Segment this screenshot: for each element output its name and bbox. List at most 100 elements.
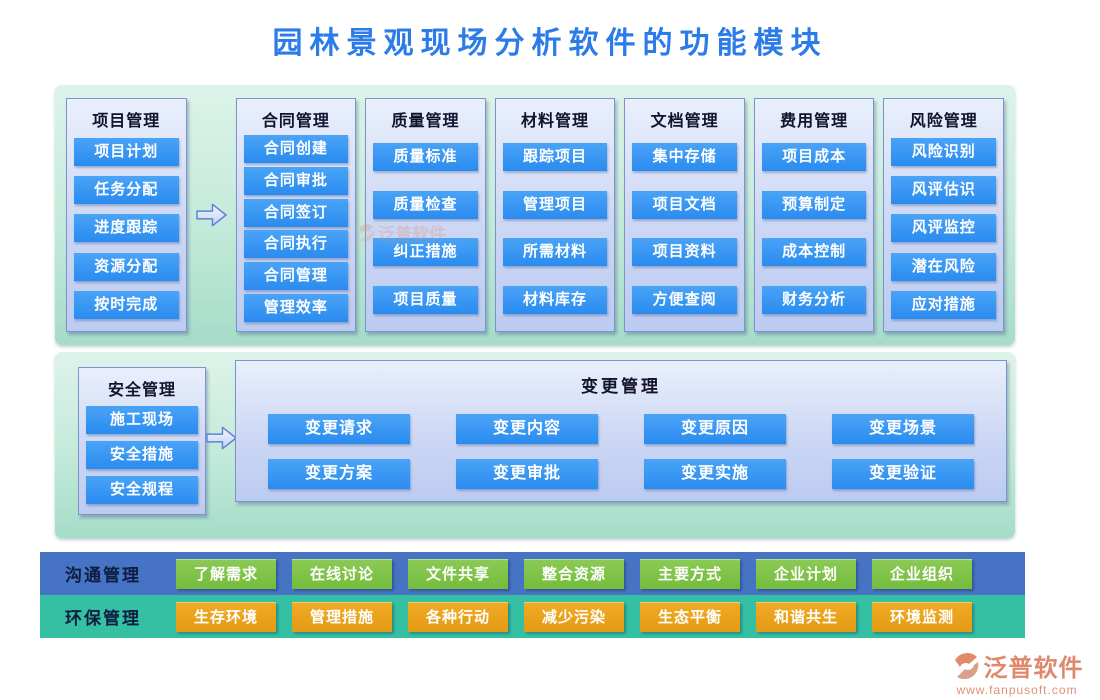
band-label: 环保管理 [65, 609, 141, 628]
band-item: 和谐共生 [756, 601, 856, 632]
change-module: 变更管理 变更请求 变更内容 变更原因 变更场景 变更方案 变更审批 变更实施 变更验证 [235, 360, 1007, 502]
modules-panel: 项目管理项目计划任务分配进度跟踪资源分配按时完成合同管理合同创建合同审批合同签订… [55, 85, 1015, 345]
module-item: 项目质量 [373, 286, 478, 315]
band-item: 文件共享 [408, 558, 508, 589]
flow-arrow-icon [206, 423, 237, 453]
module-item: 施工现场 [86, 405, 198, 434]
module-item: 材料库存 [502, 286, 608, 315]
vendor-logo-row: 泛普软件 [938, 648, 1096, 683]
module-item: 变更实施 [644, 459, 786, 489]
module-item: 预算制定 [761, 190, 867, 219]
module-item: 变更原因 [644, 414, 786, 444]
module-item: 项目资料 [632, 238, 737, 267]
safety-change-panel: 安全管理 施工现场安全措施安全规程 变更管理 变更请求 变更内容 变更原因 变更场景 … [55, 352, 1015, 538]
module-item: 变更请求 [268, 414, 410, 444]
module-item: 项目计划 [74, 138, 179, 167]
module-item: 资源分配 [74, 252, 179, 281]
module-items: 集中存储项目文档项目资料方便查阅 [632, 133, 737, 324]
module-item: 方便查阅 [632, 286, 737, 315]
module-item: 合同创建 [243, 134, 349, 163]
module-item: 安全规程 [86, 475, 198, 504]
module-item: 变更验证 [832, 459, 974, 489]
band-item: 管理措施 [292, 601, 392, 632]
module-column-6: 费用管理项目成本预算制定成本控制财务分析 [753, 98, 875, 332]
module-header: 费用管理 [780, 113, 849, 130]
module-item: 变更场景 [832, 414, 974, 444]
communication-band: 沟通管理 了解需求在线讨论文件共享整合资源主要方式企业计划企业组织 [40, 552, 1025, 595]
module-item: 变更审批 [456, 459, 598, 489]
module-item: 变更内容 [456, 414, 598, 444]
module-header: 质量管理 [391, 113, 460, 130]
band-item: 在线讨论 [292, 558, 392, 589]
band-item: 减少污染 [524, 601, 624, 632]
band-items: 生存环境管理措施各种行动减少污染生态平衡和谐共生环境监测 [176, 601, 972, 632]
module-item: 潜在风险 [891, 252, 997, 281]
module-item: 项目文档 [632, 190, 737, 219]
safety-module: 安全管理 施工现场安全措施安全规程 [78, 367, 206, 515]
module-header: 变更管理 [581, 377, 661, 396]
module-header: 合同管理 [261, 113, 330, 130]
module-item: 所需材料 [502, 238, 608, 267]
band-item: 环境监测 [872, 601, 972, 632]
vendor-logo: 泛普软件 www.fanpusoft.com [938, 648, 1096, 697]
module-item: 合同管理 [243, 262, 349, 291]
module-column-4: 材料管理跟踪项目管理项目所需材料材料库存 [494, 98, 616, 332]
flow-arrow-icon [195, 200, 227, 230]
module-item: 按时完成 [74, 290, 179, 319]
vendor-url: www.fanpusoft.com [956, 683, 1078, 697]
module-items: 合同创建合同审批合同签订合同执行合同管理管理效率 [243, 133, 349, 324]
band-item: 主要方式 [640, 558, 740, 589]
band-label: 沟通管理 [65, 566, 141, 585]
module-item: 风评监控 [891, 214, 997, 243]
safety-items: 施工现场安全措施安全规程 [86, 402, 198, 507]
module-header: 材料管理 [521, 113, 590, 130]
band-items: 了解需求在线讨论文件共享整合资源主要方式企业计划企业组织 [176, 558, 972, 589]
change-row-2: 变更方案 变更审批 变更实施 变更验证 [236, 459, 1006, 489]
module-item: 进度跟踪 [74, 214, 179, 243]
module-item: 跟踪项目 [502, 142, 608, 171]
band-item: 企业计划 [756, 558, 856, 589]
module-item: 任务分配 [74, 176, 179, 205]
band-item: 了解需求 [176, 558, 276, 589]
module-column-7: 风险管理风险识别风评估识风评监控潜在风险应对措施 [883, 98, 1005, 332]
module-item: 风评估识 [891, 176, 997, 205]
module-items: 风险识别风评估识风评监控潜在风险应对措施 [891, 133, 997, 324]
fanpu-logo-icon [951, 651, 981, 681]
module-items: 项目成本预算制定成本控制财务分析 [761, 133, 867, 324]
module-item: 风险识别 [891, 138, 997, 167]
module-header: 安全管理 [107, 382, 176, 399]
module-header: 风险管理 [909, 113, 978, 130]
module-item: 合同审批 [243, 166, 349, 195]
band-item: 各种行动 [408, 601, 508, 632]
module-column-2: 合同管理合同创建合同审批合同签订合同执行合同管理管理效率 [235, 98, 357, 332]
module-item: 应对措施 [891, 290, 997, 319]
module-item: 项目成本 [761, 142, 867, 171]
band-item: 生态平衡 [640, 601, 740, 632]
module-item: 合同执行 [243, 230, 349, 259]
vendor-name: 泛普软件 [983, 655, 1084, 682]
module-column-5: 文档管理集中存储项目文档项目资料方便查阅 [624, 98, 745, 332]
module-item: 纠正措施 [373, 238, 478, 267]
module-column-3: 质量管理质量标准质量检查纠正措施项目质量 [365, 98, 486, 332]
module-item: 变更方案 [268, 459, 410, 489]
module-item: 集中存储 [632, 142, 737, 171]
module-header: 项目管理 [92, 113, 161, 130]
module-item: 合同签订 [243, 198, 349, 227]
band-item: 企业组织 [872, 558, 972, 589]
module-item: 质量检查 [373, 190, 478, 219]
module-item: 质量标准 [373, 142, 478, 171]
module-column-1: 项目管理项目计划任务分配进度跟踪资源分配按时完成 [66, 98, 187, 332]
module-item: 财务分析 [761, 286, 867, 315]
module-items: 项目计划任务分配进度跟踪资源分配按时完成 [74, 133, 179, 324]
change-row-1: 变更请求 变更内容 变更原因 变更场景 [236, 414, 1006, 444]
module-item: 管理效率 [243, 294, 349, 323]
module-item: 管理项目 [502, 190, 608, 219]
module-header: 文档管理 [650, 113, 719, 130]
module-item: 安全措施 [86, 440, 198, 469]
module-items: 质量标准质量检查纠正措施项目质量 [373, 133, 478, 324]
environment-band: 环保管理 生存环境管理措施各种行动减少污染生态平衡和谐共生环境监测 [40, 595, 1025, 638]
module-items: 跟踪项目管理项目所需材料材料库存 [502, 133, 608, 324]
band-item: 整合资源 [524, 558, 624, 589]
page-title: 园林景观现场分析软件的功能模块 [272, 27, 828, 60]
